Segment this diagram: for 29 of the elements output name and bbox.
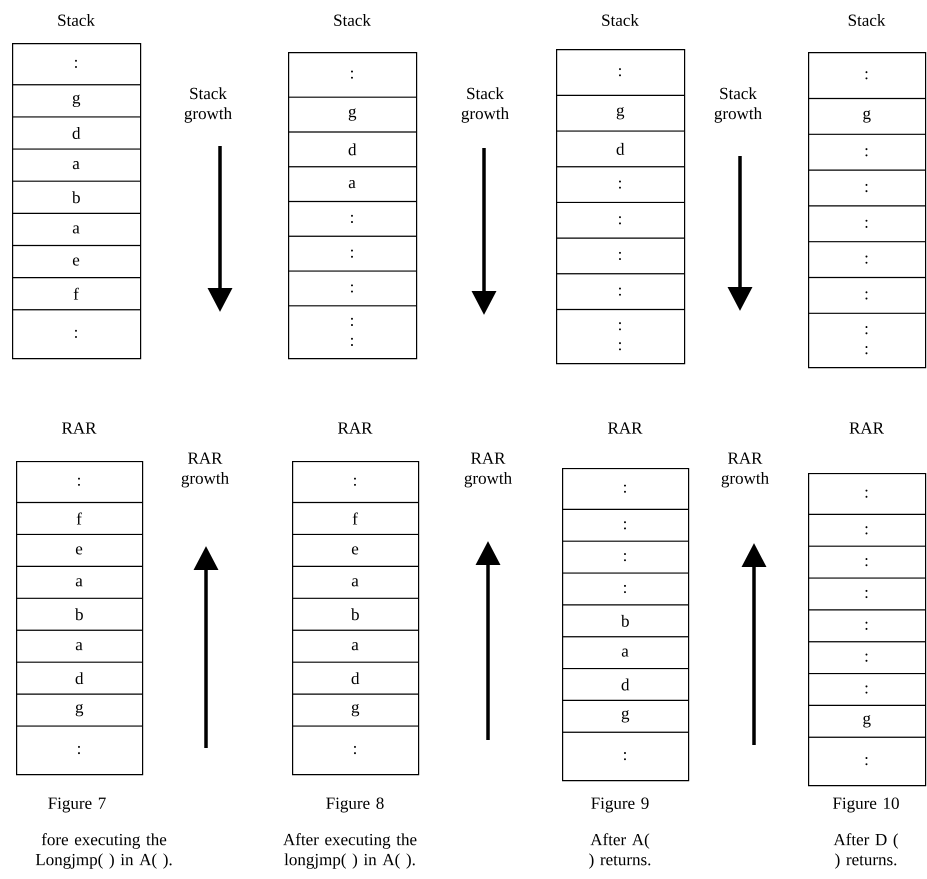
- figure-number: Figure 7: [48, 798, 106, 812]
- stack-column: Stack : g d : : : : : :: [556, 14, 686, 364]
- node-label: RAR: [338, 422, 372, 434]
- figure-caption: fore executing the Longjmp( ) in A( ).: [36, 833, 172, 869]
- growth-label: RAR growth: [182, 452, 229, 488]
- growth-label: RAR growth: [722, 452, 769, 488]
- figure-caption: After A( ) returns.: [589, 833, 650, 869]
- growth-label: Stack growth: [714, 87, 762, 123]
- figure-caption: After executing the longjmp( ) in A( ).: [283, 833, 416, 869]
- growth-label: Stack growth: [462, 87, 509, 123]
- figure-number: Figure 8: [326, 798, 384, 812]
- node-label: Stack: [848, 14, 886, 26]
- stack-column: Stack : g : : : : : : :: [808, 14, 926, 368]
- node-label: Stack: [334, 14, 371, 26]
- growth-label: RAR growth: [464, 452, 512, 488]
- figure-number: Figure 9: [591, 798, 649, 812]
- growth-label: Stack growth: [184, 87, 232, 123]
- stack-column: Stack : g d a b a e f :: [12, 14, 142, 360]
- stack-column: Stack : g d a : : : : :: [288, 14, 418, 360]
- stack-column: RAR : f e a b a d g :: [292, 422, 420, 776]
- stack-column: RAR : f e a b a d g :: [16, 422, 144, 776]
- node-label: RAR: [608, 422, 642, 434]
- node-label: Stack: [602, 14, 639, 26]
- node-label: Stack: [58, 14, 95, 26]
- node-label: RAR: [850, 422, 884, 434]
- figure-caption: After D ( ) returns.: [834, 833, 898, 869]
- node-label: RAR: [62, 422, 96, 434]
- stack-column: RAR : : : : : : : g :: [808, 422, 926, 786]
- stack-column: RAR : : : : b a d g :: [562, 422, 690, 782]
